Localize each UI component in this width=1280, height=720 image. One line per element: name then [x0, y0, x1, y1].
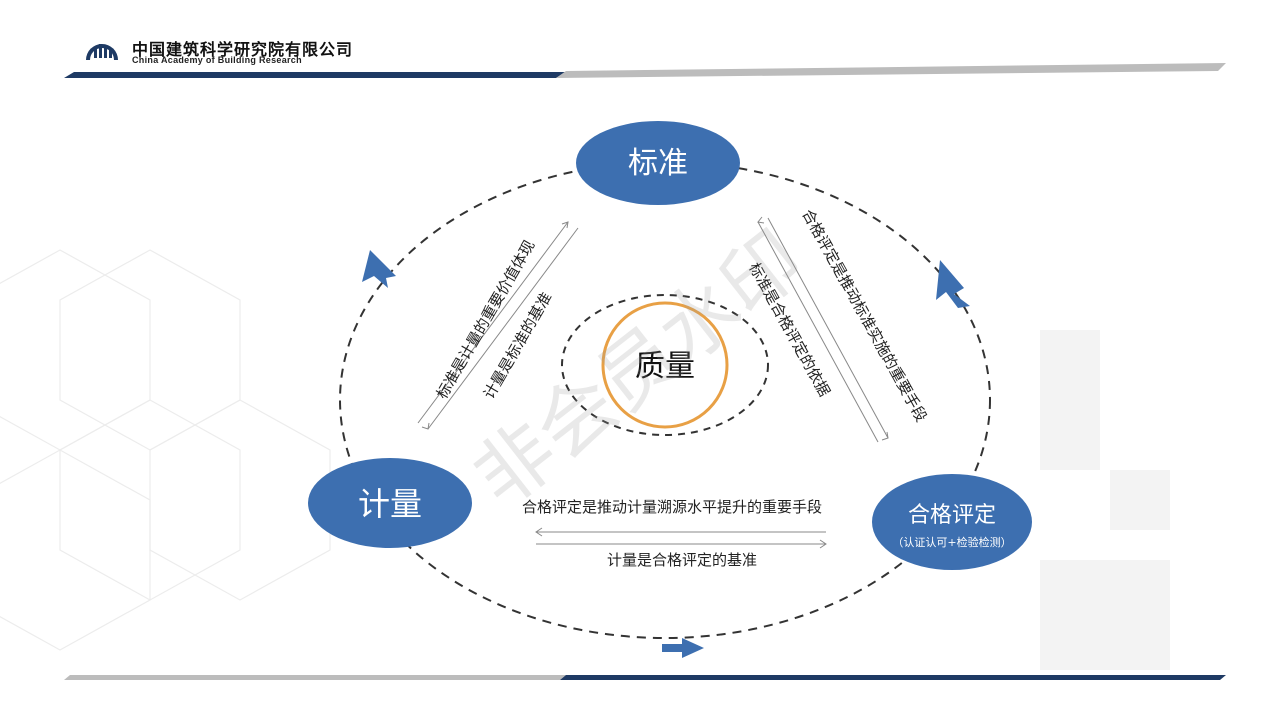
company-logo-icon: [86, 44, 118, 60]
footer-rule: [64, 675, 1226, 680]
cycle-arrow-left-icon: [362, 250, 396, 288]
node-conformity: [872, 474, 1032, 570]
cycle-arrow-right-icon: [936, 260, 970, 308]
cycle-arrow-bottom-icon: [662, 638, 704, 658]
center-label: 质量: [635, 349, 695, 384]
org-name-cn: 中国建筑科学研究院有限公司: [132, 40, 354, 59]
relation-bottom-upper: 合格评定是推动计量溯源水平提升的重要手段: [522, 498, 822, 516]
center-dashed-ring: [561, 294, 769, 436]
node-standard-label: 标准: [628, 146, 688, 181]
node-standard: [576, 121, 740, 205]
quality-center-circle: [601, 301, 729, 429]
quality-infrastructure-diagram: 质量 标准 计量 合格评定 （认证认可+检验检测） 标准是计量的重要价值体现 计…: [300, 110, 1040, 675]
relation-bottom: 合格评定是推动计量溯源水平提升的重要手段 计量是合格评定的基准: [522, 498, 827, 569]
header-rule: [64, 63, 1226, 78]
slide-header: 中国建筑科学研究院有限公司 China Academy of Building …: [0, 0, 1280, 90]
node-conformity-sublabel: （认证认可+检验检测）: [892, 535, 1011, 549]
node-conformity-label: 合格评定: [908, 503, 996, 528]
node-metrology-label: 计量: [358, 485, 422, 523]
relation-bottom-lower: 计量是合格评定的基准: [607, 551, 757, 569]
node-metrology: [308, 458, 472, 548]
org-name-en: China Academy of Building Research: [132, 55, 302, 65]
